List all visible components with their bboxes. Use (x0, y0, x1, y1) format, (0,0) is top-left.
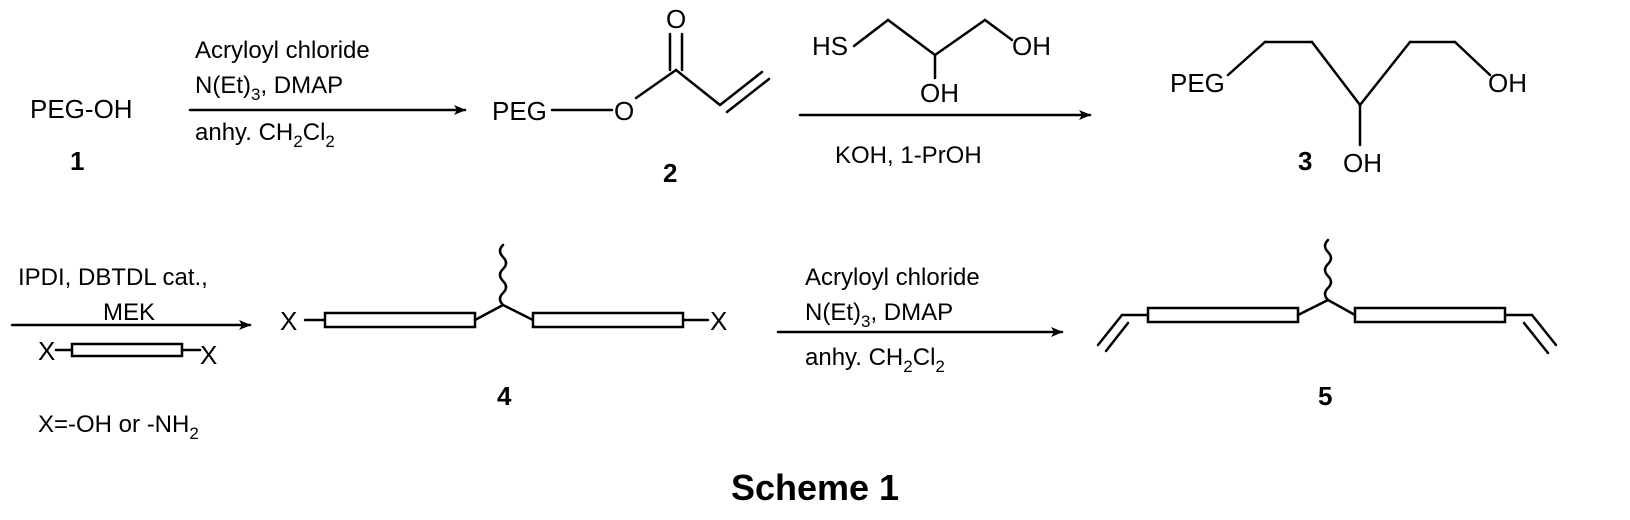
compound-4-x-right: X (710, 306, 727, 336)
coreactant-x-left: X (38, 336, 55, 366)
step-1-reagent: Acryloyl chloride (195, 37, 370, 64)
x-definition-note: X=-OH or -NH2 (38, 411, 199, 443)
coreactant-x-right: X (200, 340, 217, 370)
compound-5-structure (1098, 240, 1556, 353)
compound-3-structure: PEG OH OH (1170, 42, 1527, 178)
compound-2-structure: PEG O O (492, 4, 769, 126)
compound-2-carbonyl-oxygen: O (666, 4, 686, 34)
compound-4-number: 4 (497, 381, 512, 411)
step-3-conditions: IPDI, DBTDL cat., MEK (18, 264, 208, 326)
step-4-base: N(Et)3, DMAP (805, 299, 953, 331)
step-4-reagent: Acryloyl chloride (805, 264, 980, 291)
thioglycerol-oh-bottom: OH (920, 78, 959, 108)
step-4-conditions: Acryloyl chloride N(Et)3, DMAP anhy. CH2… (805, 264, 980, 376)
step-4-solvent: anhy. CH2Cl2 (805, 344, 945, 376)
compound-4-x-left: X (280, 306, 297, 336)
diol-coreactant: X X (38, 336, 217, 370)
compound-3-oh-right: OH (1488, 68, 1527, 98)
step-3-solvent: MEK (103, 299, 155, 326)
step-1-conditions: Acryloyl chloride N(Et)3, DMAP anhy. CH2… (195, 37, 370, 151)
thioglycerol-oh-right: OH (1012, 31, 1051, 61)
thioglycerol-hs: HS (812, 31, 848, 61)
compound-2-ester-oxygen: O (614, 96, 634, 126)
step-2-thioglycerol: HS OH OH (812, 20, 1051, 108)
scheme-title: Scheme 1 (731, 467, 899, 508)
compound-2-number: 2 (663, 158, 677, 188)
compound-2-peg: PEG (492, 96, 547, 126)
compound-4-structure: X X (280, 245, 727, 336)
compound-1-label: PEG-OH (30, 94, 133, 124)
compound-3-peg: PEG (1170, 68, 1225, 98)
compound-5-number: 5 (1318, 381, 1332, 411)
compound-1-number: 1 (70, 146, 84, 176)
step-2-conditions: KOH, 1-PrOH (835, 142, 982, 169)
compound-3-number: 3 (1298, 146, 1312, 176)
compound-3-oh-bottom: OH (1343, 148, 1382, 178)
step-3-reagents: IPDI, DBTDL cat., (18, 264, 208, 291)
step-1-solvent: anhy. CH2Cl2 (195, 119, 335, 151)
step-1-base: N(Et)3, DMAP (195, 72, 343, 104)
